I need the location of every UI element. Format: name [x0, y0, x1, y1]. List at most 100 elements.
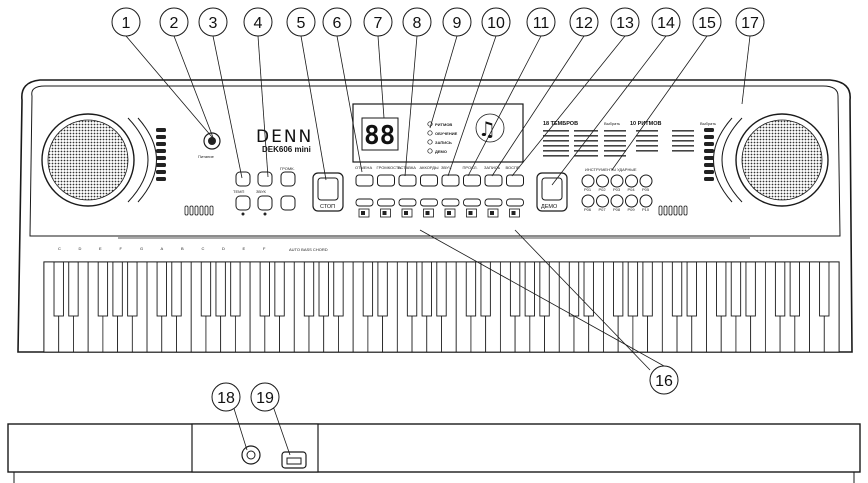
percussion-button[interactable] [610, 194, 624, 208]
black-key[interactable] [303, 261, 315, 317]
timbre-entry [543, 145, 569, 147]
percussion-label: P07 [599, 207, 607, 212]
black-key[interactable] [406, 261, 418, 317]
percussion-button[interactable] [581, 194, 595, 208]
timbre-entry [574, 155, 598, 157]
function-button[interactable] [398, 174, 417, 187]
percussion-button[interactable] [596, 174, 609, 188]
callout-leader [511, 35, 626, 177]
callout-number: 2 [170, 15, 179, 32]
percussion-button[interactable] [581, 174, 595, 188]
percussion-button[interactable] [610, 174, 624, 188]
function-button[interactable] [506, 174, 524, 187]
callout-circle [651, 7, 681, 37]
black-key[interactable] [377, 261, 388, 317]
grille-slot [704, 135, 714, 139]
callout-leader [212, 35, 243, 179]
sound-down-button[interactable] [257, 195, 273, 211]
callout-circle [649, 365, 679, 395]
black-key[interactable] [200, 261, 212, 317]
usb-port[interactable] [281, 451, 307, 469]
stop-button[interactable]: СТОП [312, 172, 344, 212]
volume-down-button[interactable] [280, 195, 296, 211]
percussion-button[interactable] [625, 194, 638, 208]
callout-circle [322, 7, 352, 37]
auto-bass-chord-label: AUTO BASS CHORD [289, 247, 328, 252]
black-key[interactable] [686, 261, 697, 317]
effect-button[interactable] [398, 198, 417, 207]
black-key[interactable] [642, 261, 653, 317]
black-key[interactable] [171, 261, 182, 317]
function-button[interactable] [441, 174, 460, 187]
function-button[interactable] [463, 174, 481, 187]
black-key[interactable] [613, 261, 624, 317]
black-key[interactable] [421, 261, 432, 317]
black-key[interactable] [68, 261, 79, 317]
volume-up-button[interactable] [280, 171, 296, 187]
function-button[interactable] [420, 174, 438, 187]
function-button-label: ОТМЕНА [355, 165, 372, 170]
note-label: E [243, 246, 246, 251]
percussion-button[interactable] [639, 194, 653, 208]
callout-number: 16 [655, 373, 673, 390]
black-key[interactable] [819, 261, 830, 317]
music-notes-icon: ♫ [475, 113, 505, 143]
effect-button[interactable] [506, 198, 524, 207]
sound-up-button[interactable] [257, 171, 273, 187]
effect-button[interactable] [484, 198, 503, 207]
black-key[interactable] [215, 261, 226, 317]
black-key[interactable] [127, 261, 138, 317]
effect-button[interactable] [355, 198, 374, 207]
black-key[interactable] [318, 261, 329, 317]
black-key[interactable] [539, 261, 550, 317]
black-key[interactable] [583, 261, 594, 317]
grille-slot [156, 149, 166, 153]
black-key[interactable] [509, 261, 521, 317]
black-key[interactable] [627, 261, 639, 317]
black-key[interactable] [362, 261, 374, 317]
callout-leader [491, 35, 585, 177]
function-button[interactable] [484, 174, 503, 187]
callout-leader [447, 35, 497, 177]
black-key[interactable] [53, 261, 64, 317]
black-key[interactable] [745, 261, 756, 317]
percussion-button[interactable] [625, 174, 638, 188]
black-key[interactable] [156, 261, 167, 317]
function-button[interactable] [355, 174, 374, 187]
demo-button[interactable]: ДЕМО [536, 172, 568, 212]
black-key[interactable] [568, 261, 580, 317]
callout-leader [611, 35, 708, 171]
effect-button[interactable] [420, 198, 438, 207]
black-key[interactable] [671, 261, 683, 317]
black-key[interactable] [730, 261, 742, 317]
effect-button[interactable] [377, 198, 395, 207]
black-key[interactable] [333, 261, 344, 317]
percussion-button[interactable] [639, 174, 653, 188]
effect-button[interactable] [463, 198, 481, 207]
timbre-list: 18 ТЕМБРОВ Выбрать [543, 121, 626, 157]
black-key[interactable] [465, 261, 477, 317]
black-key[interactable] [259, 261, 270, 317]
function-button[interactable] [377, 174, 395, 187]
black-key[interactable] [774, 261, 786, 317]
rhythms-header: 10 РИТМОВ [630, 121, 661, 127]
effect-button[interactable] [441, 198, 460, 207]
black-key[interactable] [716, 261, 727, 317]
tempo-up-button[interactable] [235, 171, 251, 187]
black-key[interactable] [97, 261, 109, 317]
black-key[interactable] [274, 261, 285, 317]
black-key[interactable] [789, 261, 800, 317]
rear-panel [7, 423, 861, 483]
tempo-down-button[interactable] [235, 195, 251, 211]
callout-circle [363, 7, 393, 37]
black-key[interactable] [230, 261, 241, 317]
black-key[interactable] [112, 261, 123, 317]
black-key[interactable] [480, 261, 491, 317]
percussion-button[interactable] [596, 194, 609, 208]
black-key[interactable] [436, 261, 447, 317]
callout-circle [198, 7, 228, 37]
callout-circle [692, 7, 722, 37]
vent-right [658, 205, 688, 216]
